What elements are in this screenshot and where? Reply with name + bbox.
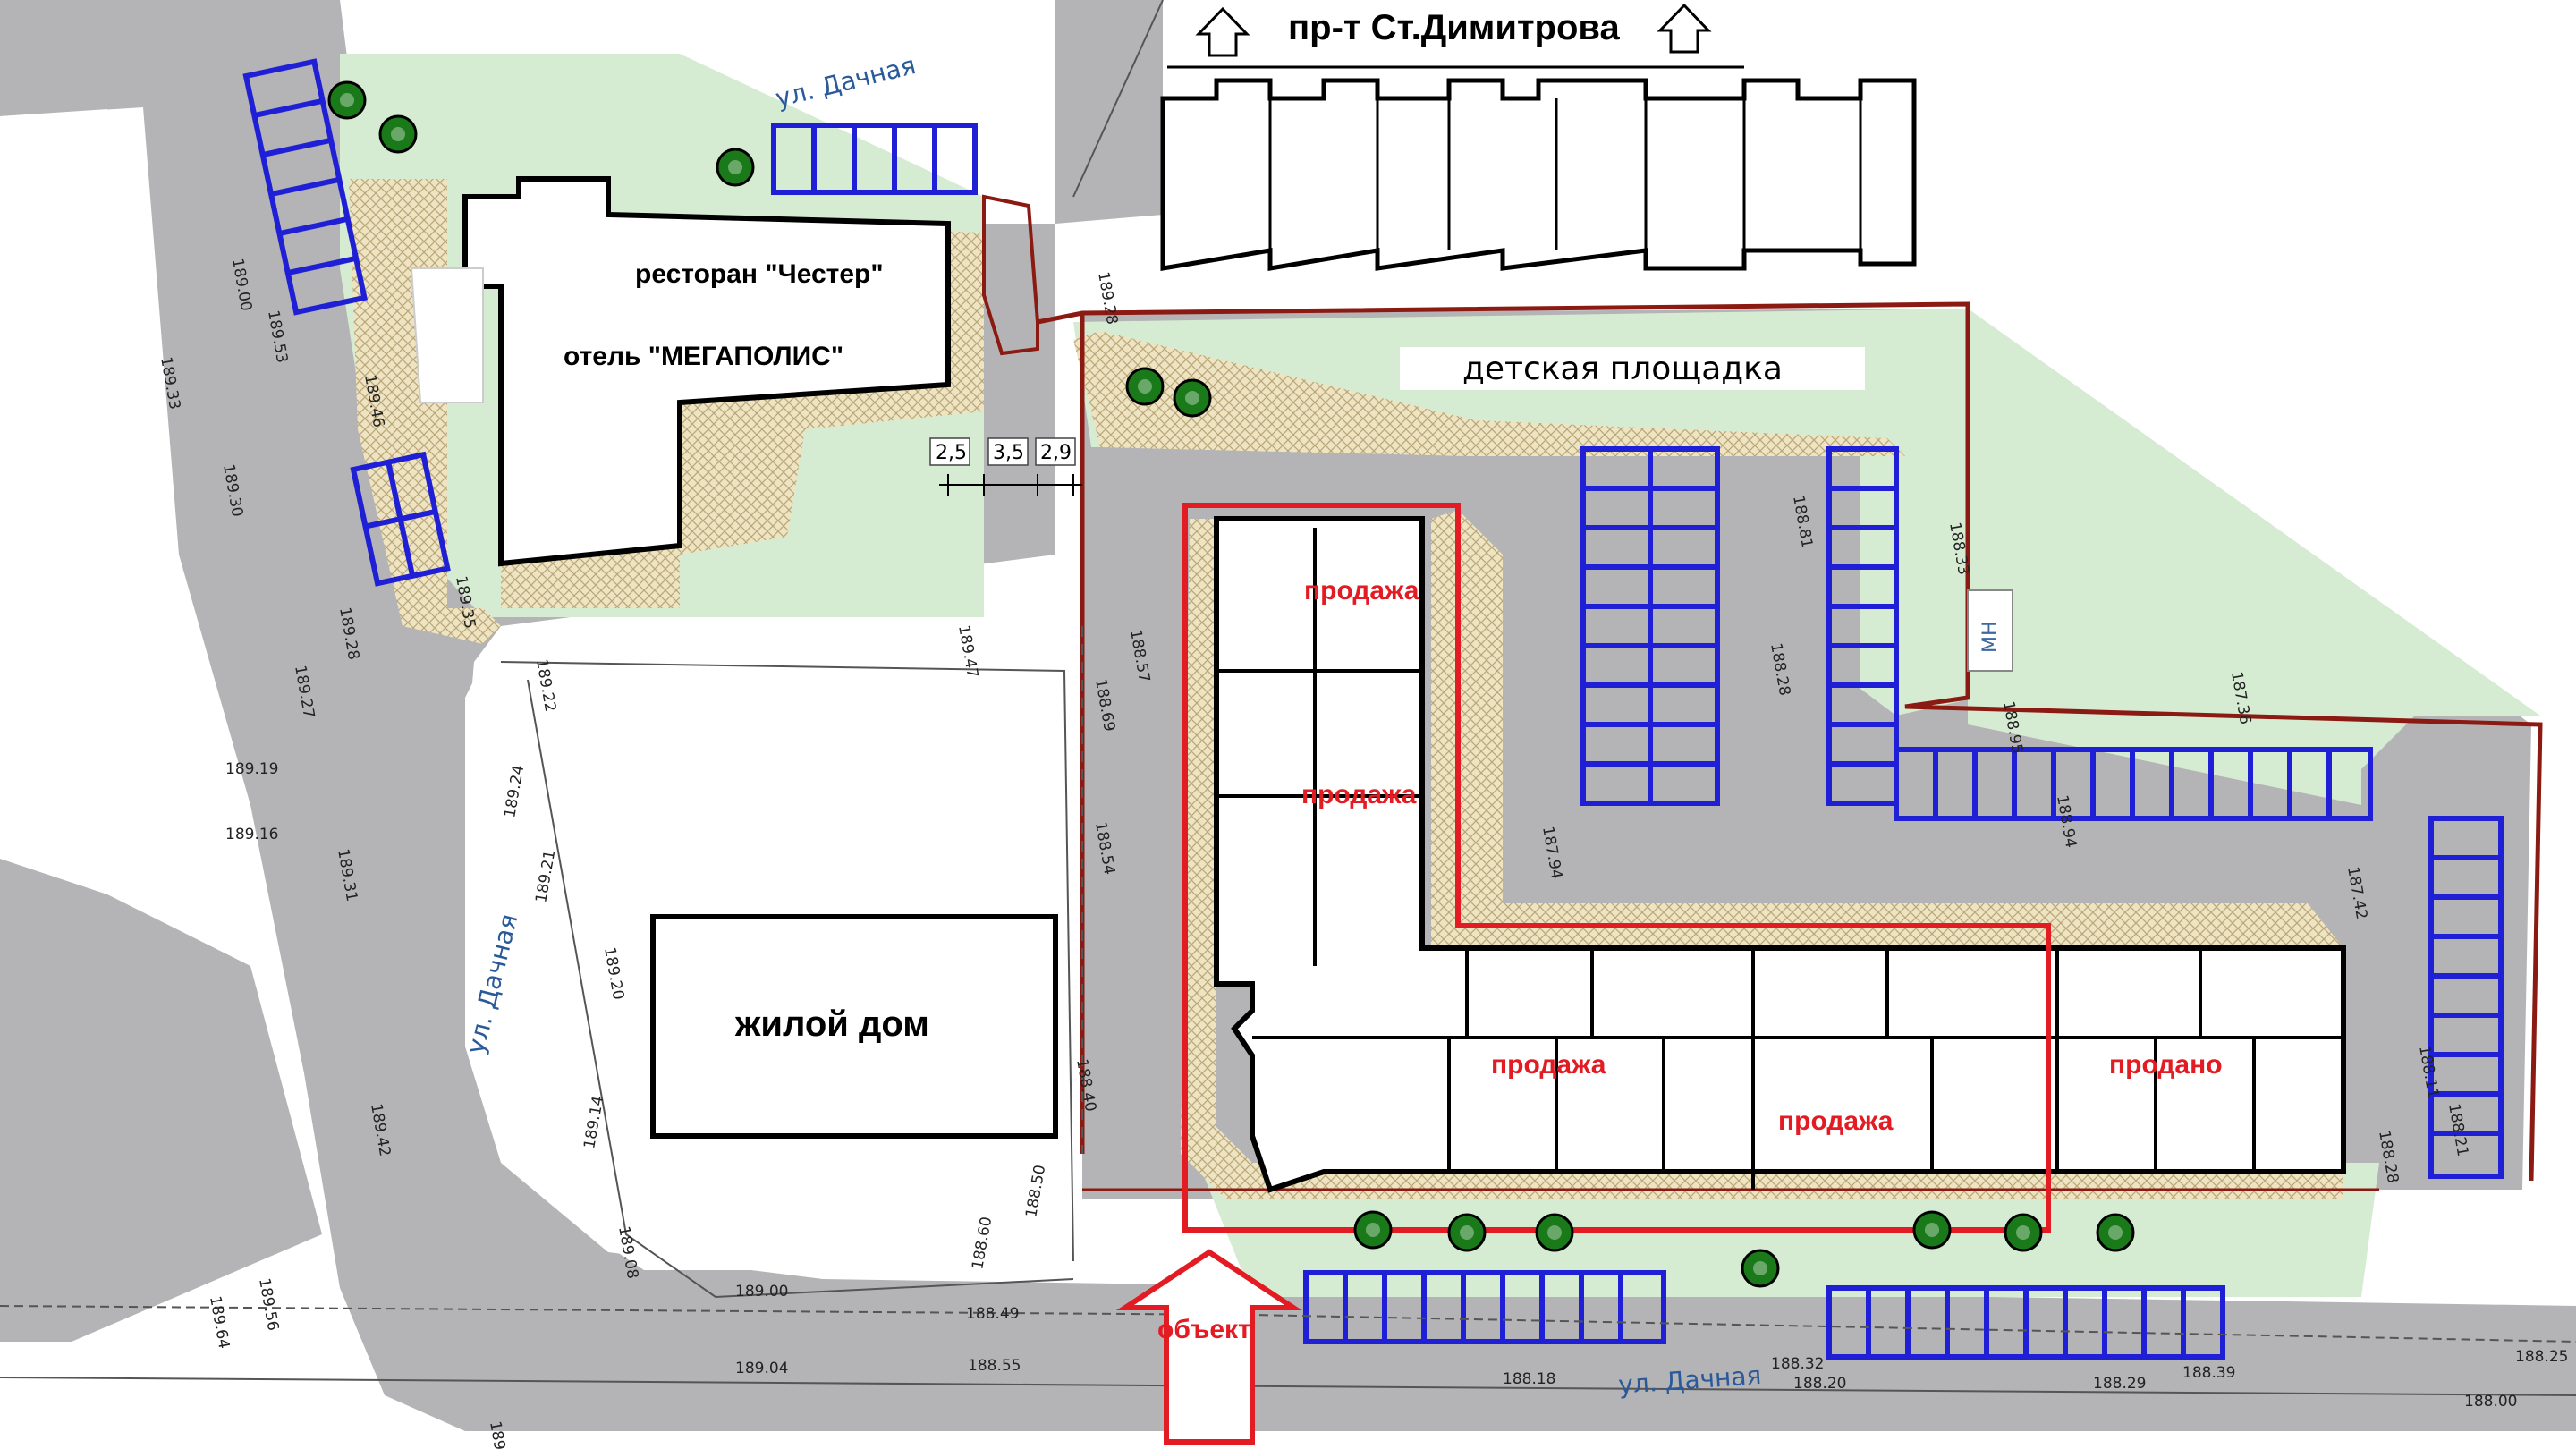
elevation-label: 188.20	[1793, 1375, 1846, 1393]
arrow-up-icon	[1657, 3, 1712, 54]
status-label: продажа	[1491, 1050, 1606, 1080]
elevation-label: 189.04	[735, 1360, 788, 1377]
elevation-label: 188.39	[2182, 1364, 2235, 1382]
status-label: продажа	[1304, 576, 1419, 606]
playground-label-box	[1400, 347, 1865, 390]
elevation-label: 188.49	[966, 1305, 1019, 1323]
elevation-label: 188.32	[1771, 1355, 1824, 1373]
tree-icon	[2004, 1213, 2043, 1252]
tree-icon	[1125, 367, 1165, 406]
parking-lot-2	[1826, 446, 1899, 806]
object-label: объект	[1157, 1315, 1251, 1344]
elevation-label: 188.18	[1503, 1370, 1555, 1388]
building-dimitrova	[1160, 78, 1917, 271]
hotel-annex	[410, 267, 484, 403]
road-nw-corner	[0, 0, 134, 116]
restaurant-label: ресторан "Честер"	[635, 259, 884, 289]
tree-icon	[1353, 1210, 1393, 1250]
status-label: продано	[2109, 1050, 2223, 1080]
parking-lot-9	[350, 451, 451, 587]
building-hotel	[462, 176, 951, 567]
residential-label: жилой дом	[734, 1004, 929, 1044]
parking-lot-7	[771, 123, 978, 195]
road-west	[0, 859, 322, 1342]
tree-icon	[1447, 1213, 1487, 1252]
paving-hotel-west	[349, 179, 501, 644]
elevation-label: 189.19	[225, 760, 278, 778]
parking-lot-5	[1303, 1270, 1666, 1344]
building-object-walls	[1216, 528, 2343, 1190]
paving-inner	[1431, 510, 2343, 948]
status-label: продажа	[1778, 1106, 1894, 1136]
tree-icon	[1741, 1249, 1780, 1288]
parking-lot-4	[2428, 816, 2504, 1179]
building-residential	[650, 914, 1058, 1139]
site-boundary-corner	[982, 194, 1039, 356]
tree-icon	[378, 114, 418, 154]
arrow-up-icon	[1195, 6, 1250, 57]
tree-icon	[1912, 1210, 1952, 1250]
paving-playground	[1073, 331, 1905, 456]
road-north-strip	[1055, 0, 1163, 224]
dimension-label: 3,5	[993, 442, 1024, 464]
trees	[327, 80, 2135, 1288]
dimensions: 2,5 3,5 2,9	[929, 437, 1082, 496]
hotel-label: отель "МЕГАПОЛИС"	[564, 342, 843, 371]
elevation-label: 188.00	[2464, 1393, 2517, 1411]
object-outline	[1182, 503, 2051, 1233]
tree-icon	[1535, 1213, 1574, 1252]
green-east	[1968, 309, 2540, 805]
tree-icon	[2096, 1213, 2135, 1252]
avenue-name: пр-т Ст.Димитрова	[1288, 8, 1620, 47]
island-west	[0, 107, 179, 555]
elevation-label: 189.16	[225, 826, 278, 843]
parking-lot-8	[242, 58, 368, 316]
parking-group	[242, 58, 2504, 1360]
tree-icon	[327, 80, 367, 120]
mn-label: МН	[1979, 621, 2002, 653]
building-dimitrova-walls	[1268, 98, 1862, 250]
elevation-label: 188.29	[2093, 1375, 2146, 1393]
playground-label: детская площадка	[1462, 351, 1783, 387]
mn-box	[1967, 589, 2013, 672]
dimension-label: 2,9	[1040, 442, 1072, 464]
elevation-label: 188.55	[968, 1357, 1021, 1375]
avenue-label-group: пр-т Ст.Димитрова	[1167, 3, 1744, 69]
elevation-label: 188.25	[2515, 1348, 2568, 1366]
elevation-label: 189.00	[735, 1283, 788, 1301]
tree-icon	[1173, 378, 1212, 418]
object-arrow-icon	[1116, 1249, 1302, 1445]
tree-icon	[716, 148, 755, 187]
dimension-label: 2,5	[936, 442, 967, 464]
building-object	[1214, 516, 2346, 1193]
status-label: продажа	[1301, 780, 1417, 809]
